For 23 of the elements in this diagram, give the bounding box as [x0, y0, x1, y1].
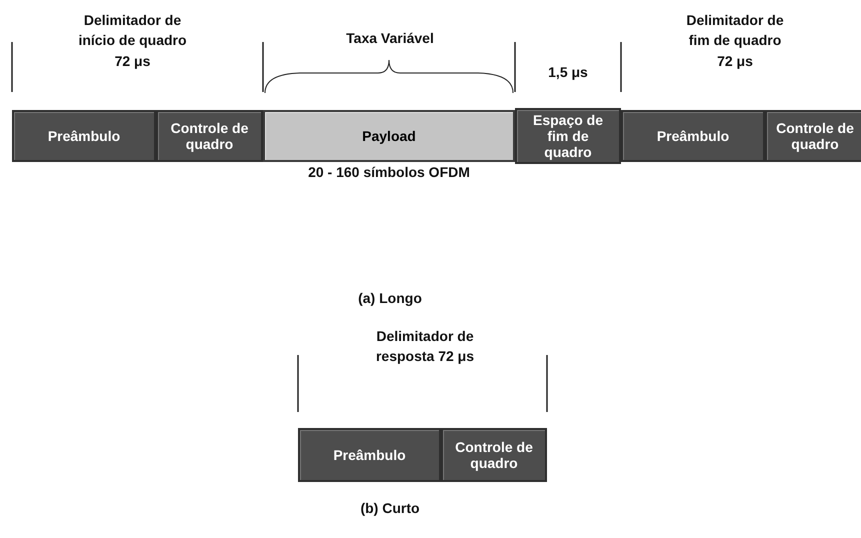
frame-field-box: [12, 110, 156, 162]
annotation-text: Delimitador de início de quadro 72 μs: [77, 11, 188, 71]
frame-field-box: [298, 428, 441, 482]
annotation-text: (a) Longo: [357, 289, 423, 308]
annotation-text: 1,5 μs: [547, 63, 589, 82]
field-caption: 20 - 160 símbolos OFDM: [307, 164, 471, 180]
annotation-text: Taxa Variável: [345, 29, 435, 48]
field-label: Controle de quadro: [775, 120, 855, 152]
field-label: Payload: [362, 128, 416, 144]
frame-field-box: [765, 110, 861, 162]
annotation-text: Delimitador de resposta 72 μs: [374, 327, 476, 366]
frame-field-box: [441, 428, 547, 482]
annotation-text: Delimitador de fim de quadro 72 μs: [685, 11, 785, 71]
field-label: Preâmbulo: [48, 128, 120, 144]
frame-field-box: [156, 110, 263, 162]
field-label: Espaço de fim de quadro: [532, 112, 604, 160]
frame-field-box: [621, 110, 765, 162]
field-label: Preâmbulo: [333, 446, 406, 464]
field-label: Controle de quadro: [454, 438, 534, 472]
field-label: Preâmbulo: [656, 128, 730, 144]
field-label: Controle de quadro: [170, 120, 250, 152]
annotation-text: (b) Curto: [359, 499, 421, 518]
frame-field-box: [515, 108, 621, 164]
